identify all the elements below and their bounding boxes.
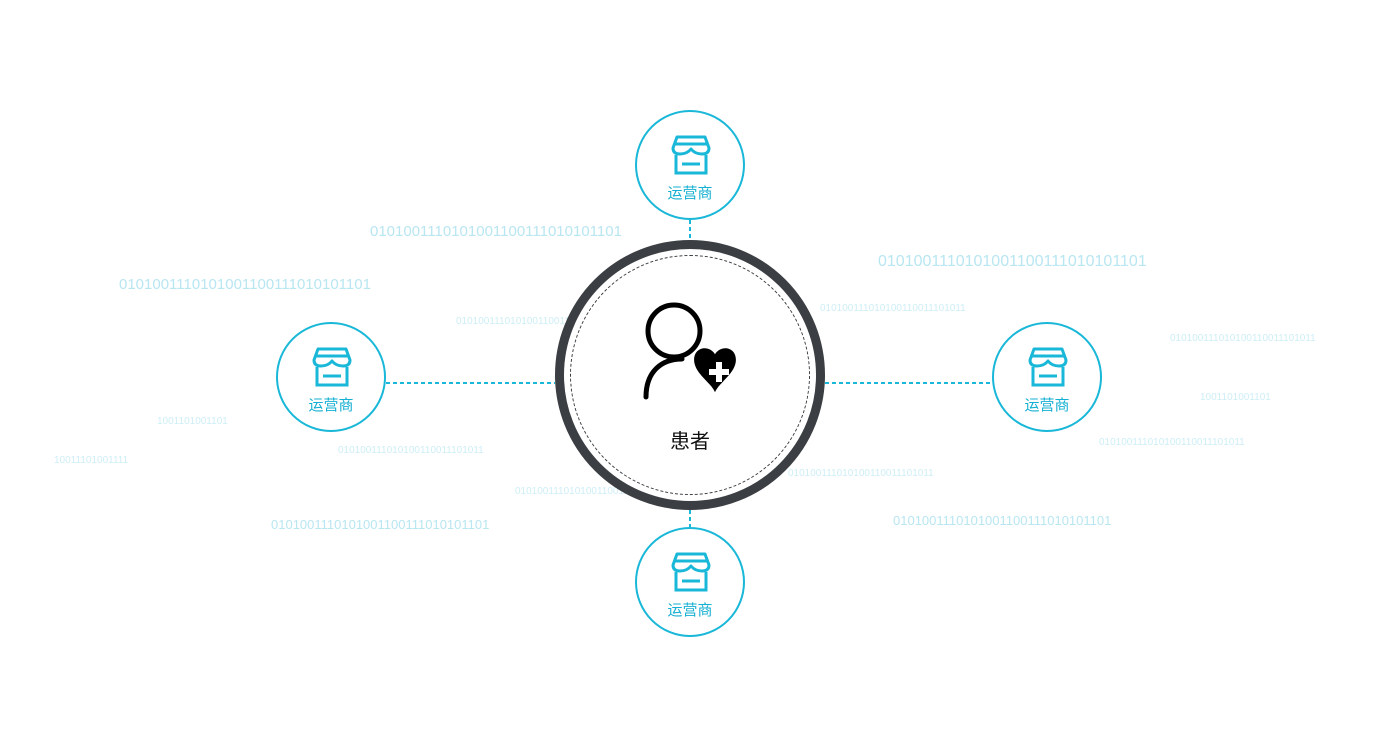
binary-text: 0101001110101001100111010101101 — [878, 253, 1147, 270]
binary-text: 0101001110101001100111010101101 — [370, 223, 622, 240]
operator-label: 运营商 — [667, 184, 713, 202]
operator-node-left: 运营商 — [276, 322, 386, 432]
operator-label: 运营商 — [308, 396, 354, 414]
binary-text: 1001101001101 — [1200, 392, 1271, 403]
patient-node: 患者 — [555, 240, 825, 510]
shop-icon — [671, 552, 711, 592]
shop-icon — [671, 135, 711, 175]
binary-text: 010100111010100110011101011 — [820, 303, 966, 314]
binary-text: 0101001110101001100111010101101 — [271, 517, 490, 532]
binary-text: 010100111010100110011101011 — [788, 468, 934, 479]
binary-text: 010100111010100110011101011 — [515, 486, 661, 497]
binary-text: 010100111010100110011101011 — [338, 445, 484, 456]
operator-node-bottom: 运营商 — [635, 527, 745, 637]
binary-text: 1001101001101 — [157, 416, 228, 427]
binary-text: 10011101001111 — [54, 455, 129, 466]
binary-text: 010100111010100110011101011 — [456, 316, 602, 327]
patient-heart-plus-icon — [643, 302, 736, 400]
binary-text: 010100111010100110011101011 — [1170, 333, 1316, 344]
binary-text: 010100111010100110011101011 — [1099, 437, 1245, 448]
patient-label: 患者 — [670, 429, 710, 453]
patient-node-inner-ring — [570, 255, 810, 495]
operator-label: 运营商 — [1024, 396, 1070, 414]
shop-icon — [312, 347, 352, 387]
binary-text: 0101001110101001100111010101101 — [893, 513, 1112, 528]
shop-icon — [1028, 347, 1068, 387]
operator-node-right: 运营商 — [992, 322, 1102, 432]
operator-label: 运营商 — [667, 601, 713, 619]
binary-text: 0101001110101001100111010101101 — [119, 276, 371, 293]
operator-node-top: 运营商 — [635, 110, 745, 220]
